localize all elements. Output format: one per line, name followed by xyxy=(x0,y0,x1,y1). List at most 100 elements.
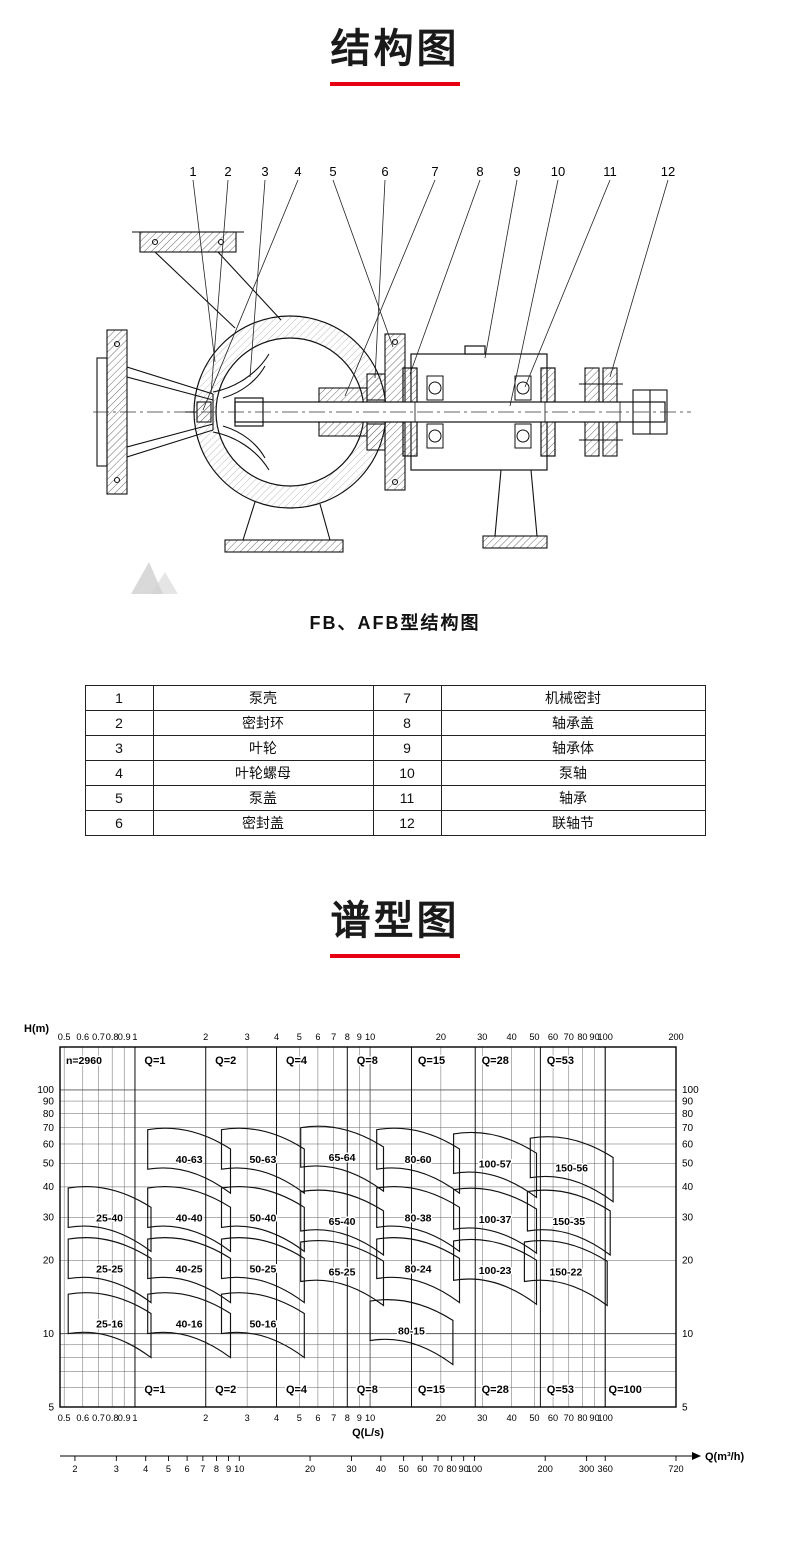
pump-region-outline xyxy=(147,1292,232,1359)
callout-leader-line xyxy=(192,179,216,363)
tick-label-top: 30 xyxy=(477,1032,487,1042)
tick-label-bottom: 10 xyxy=(365,1413,375,1423)
tick-label-bottom: 2 xyxy=(203,1413,208,1423)
suction-flange xyxy=(96,329,214,495)
part-name-cell: 泵轴 xyxy=(440,760,706,786)
pump-region-label: 100-57 xyxy=(479,1158,512,1170)
tick-label-x2: 60 xyxy=(417,1464,427,1474)
tick-label-left: 70 xyxy=(43,1123,55,1134)
pump-region-outline xyxy=(220,1127,305,1195)
q-guide-label-bottom: Q=100 xyxy=(609,1384,642,1396)
part-name-cell: 泵盖 xyxy=(152,785,374,811)
tick-label-bottom: 70 xyxy=(564,1413,574,1423)
tick-label-right: 70 xyxy=(682,1123,694,1134)
part-name-cell: 轴承体 xyxy=(440,735,706,761)
part-name-cell: 叶轮 xyxy=(152,735,374,761)
tick-label-top: 9 xyxy=(357,1032,362,1042)
x2-axis-arrow xyxy=(692,1452,701,1460)
callout-number: 9 xyxy=(513,164,520,179)
tick-label-bottom: 90 xyxy=(589,1413,599,1423)
axis-label-y: H(m) xyxy=(24,1023,49,1035)
pump-region-label: 25-25 xyxy=(96,1264,123,1276)
tick-label-right: 60 xyxy=(682,1139,694,1150)
tick-label-bottom: 30 xyxy=(477,1413,487,1423)
tick-label-bottom: 60 xyxy=(548,1413,558,1423)
pump-region-outline xyxy=(147,1127,232,1195)
tick-label-right: 5 xyxy=(682,1402,688,1413)
q-guide-lines xyxy=(134,1047,606,1407)
pump-region-label: 150-56 xyxy=(555,1163,588,1175)
part-number-cell: 5 xyxy=(84,785,154,811)
q-guide-label-top: Q=15 xyxy=(418,1055,445,1067)
discharge-flange xyxy=(132,231,282,329)
callout-number: 4 xyxy=(294,164,301,179)
pump-region-outline xyxy=(453,1238,538,1306)
pump-region-outline xyxy=(220,1237,305,1304)
q-guide-label-bottom: Q=53 xyxy=(547,1384,574,1396)
accent-underline xyxy=(330,82,460,86)
tick-label-top: 4 xyxy=(274,1032,279,1042)
part-name-cell: 泵壳 xyxy=(152,685,374,711)
tick-label-top: 60 xyxy=(548,1032,558,1042)
pump-region-label: 25-40 xyxy=(96,1212,123,1224)
q-guide-label-top: Q=2 xyxy=(215,1055,236,1067)
q-guide-label-top: Q=28 xyxy=(482,1055,509,1067)
tick-labels: Q=1Q=1Q=2Q=2Q=4Q=4Q=8Q=8Q=15Q=15Q=28Q=28… xyxy=(37,1032,699,1423)
pump-region-label: 40-63 xyxy=(176,1154,203,1166)
tick-label-top: 20 xyxy=(436,1032,446,1042)
tick-label-right: 90 xyxy=(682,1096,694,1107)
callout-leader-line xyxy=(332,179,394,348)
spectrum-section-title: 谱型图 xyxy=(330,899,460,943)
pump-region-label: 150-35 xyxy=(552,1216,585,1228)
tick-label-right: 10 xyxy=(682,1329,694,1340)
tick-label-x2: 200 xyxy=(538,1464,553,1474)
tick-label-x2: 70 xyxy=(433,1464,443,1474)
pump-region-outline xyxy=(369,1299,454,1366)
tick-label-bottom: 8 xyxy=(345,1413,350,1423)
pump-region-label: 80-15 xyxy=(398,1326,425,1338)
q-guide-label-top: Q=1 xyxy=(144,1055,165,1067)
tick-label-x2: 7 xyxy=(200,1464,205,1474)
tick-label-x2: 5 xyxy=(166,1464,171,1474)
part-name-cell: 机械密封 xyxy=(440,685,706,711)
accent-underline xyxy=(330,954,460,958)
pump-region-outline xyxy=(300,1125,385,1193)
part-number-cell: 6 xyxy=(84,810,154,836)
tick-label-top: 80 xyxy=(577,1032,587,1042)
tick-label-right: 20 xyxy=(682,1256,694,1267)
part-number-cell: 9 xyxy=(372,735,442,761)
pump-region-outline xyxy=(300,1239,385,1307)
callout-number: 11 xyxy=(603,164,617,179)
callout-number: 10 xyxy=(551,164,565,179)
tick-label-top: 100 xyxy=(598,1032,613,1042)
callout-leader-line xyxy=(374,179,386,379)
tick-label-bottom: 100 xyxy=(598,1413,613,1423)
callout-number: 5 xyxy=(329,164,336,179)
support-feet xyxy=(224,469,548,553)
part-number-cell: 12 xyxy=(372,810,442,836)
callout-leader-line xyxy=(202,179,299,411)
pump-region-label: 65-64 xyxy=(329,1152,356,1164)
tick-label-x2: 720 xyxy=(668,1464,683,1474)
tick-label-top: 8 xyxy=(345,1032,350,1042)
chart-border xyxy=(59,1046,677,1408)
speed-annotation: n=2960 xyxy=(66,1055,102,1067)
tick-label-bottom: 0.6 xyxy=(76,1413,89,1423)
tick-label-x2: 4 xyxy=(143,1464,148,1474)
q-guide-label-top: Q=8 xyxy=(357,1055,378,1067)
pump-region-label: 80-60 xyxy=(405,1154,432,1166)
watermark-logo xyxy=(131,562,178,594)
part-name-cell: 密封环 xyxy=(152,710,374,736)
callout-number: 1 xyxy=(189,164,196,179)
tick-label-left: 10 xyxy=(43,1329,55,1340)
callout-leader-line xyxy=(524,179,611,388)
